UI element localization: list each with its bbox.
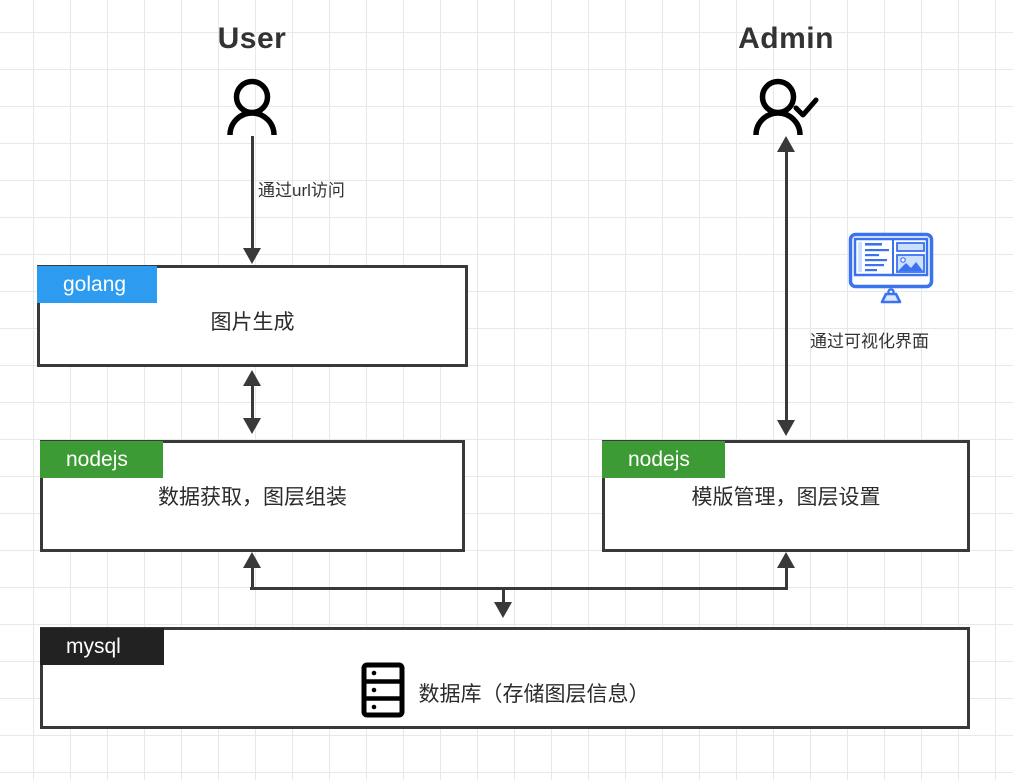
edge-db-to-nodejs-left-line xyxy=(250,566,254,590)
badge-golang: golang xyxy=(37,266,157,303)
box-template-admin-label: 模版管理，图层设置 xyxy=(691,486,881,509)
person-check-icon xyxy=(752,78,820,136)
edge-label-user-to-golang: 通过url访问 xyxy=(258,181,345,200)
box-database[interactable]: 数据库（存储图层信息） xyxy=(40,627,970,729)
edge-bus-to-db-arrowhead xyxy=(494,602,512,618)
edge-db-to-nodejs-right-arrowhead xyxy=(777,552,795,568)
edge-bus-to-db-line xyxy=(501,587,505,605)
edge-admin-to-nodejs-line xyxy=(784,150,788,422)
edge-user-to-golang-line xyxy=(250,136,254,254)
actor-title-user: User xyxy=(217,22,287,55)
edge-label-admin-to-nodejs: 通过可视化界面 xyxy=(810,332,929,351)
database-icon xyxy=(361,662,405,723)
box-database-label: 数据库（存储图层信息） xyxy=(418,682,650,706)
edge-user-to-golang-arrowhead xyxy=(243,248,261,264)
badge-mysql: mysql xyxy=(40,628,164,665)
edge-bus-horizontal xyxy=(250,587,787,590)
badge-nodejs-right: nodejs xyxy=(602,441,725,478)
box-image-generation-label: 图片生成 xyxy=(210,311,295,334)
edge-golang-nodejs-arrowhead-up xyxy=(243,370,261,386)
person-icon xyxy=(224,78,280,136)
badge-nodejs-left: nodejs xyxy=(40,441,163,478)
edge-db-to-nodejs-left-arrowhead xyxy=(243,552,261,568)
edge-db-to-nodejs-right-line xyxy=(784,566,788,590)
edge-admin-arrowhead-up xyxy=(777,136,795,152)
edge-golang-nodejs-line xyxy=(250,384,254,420)
box-data-assembly-label: 数据获取，图层组装 xyxy=(158,486,347,509)
actor-title-admin: Admin xyxy=(738,22,834,55)
edge-golang-nodejs-arrowhead-down xyxy=(243,418,261,434)
monitor-webpage-icon xyxy=(848,232,934,309)
edge-admin-arrowhead-down xyxy=(777,420,795,436)
